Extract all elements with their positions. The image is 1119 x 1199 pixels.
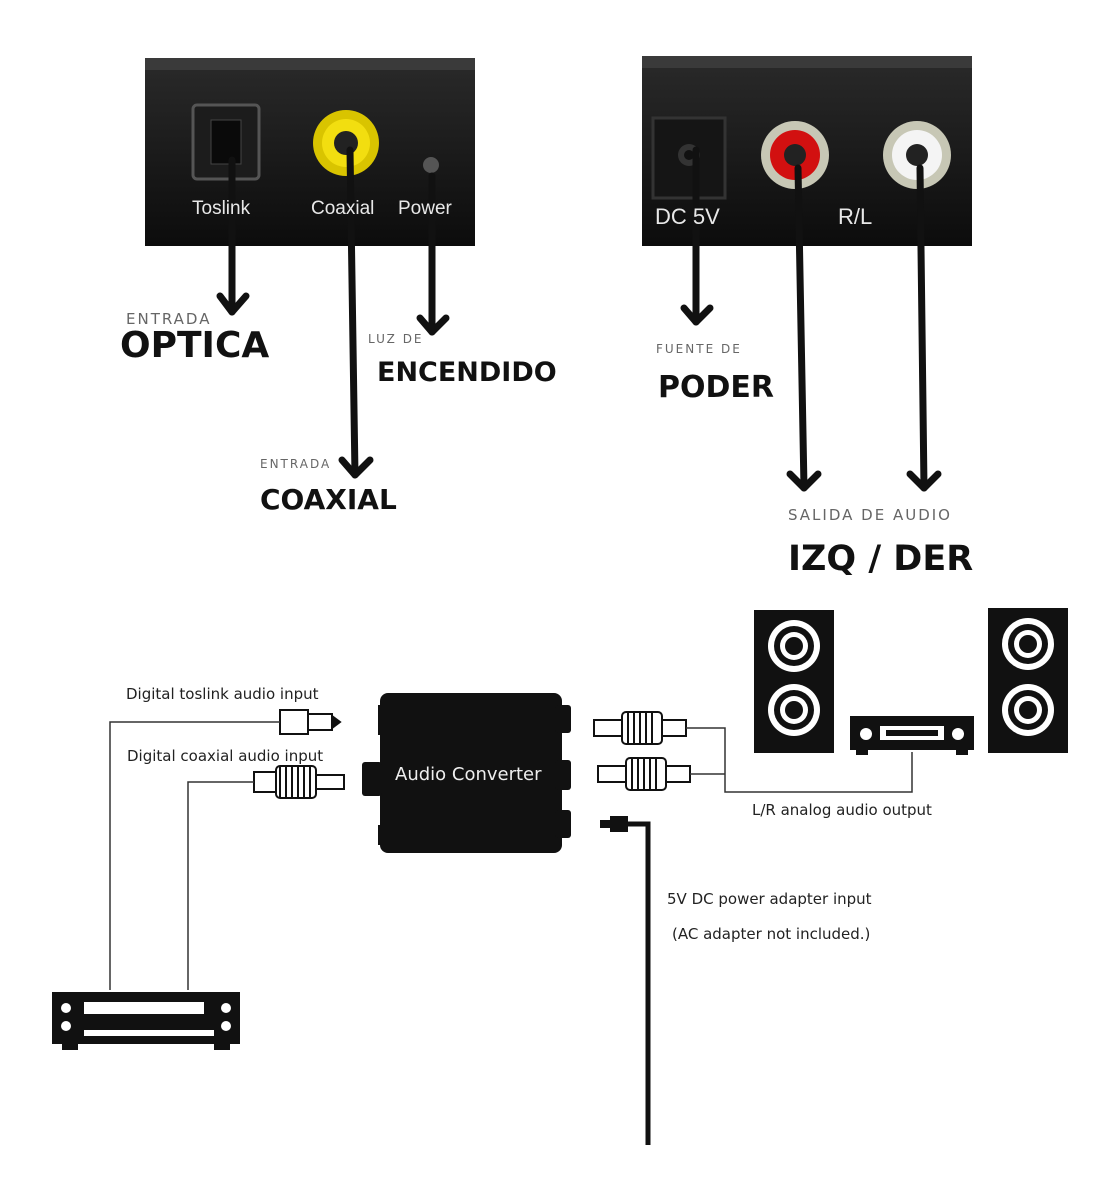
adapter-note-label: (AC adapter not included.) (672, 925, 871, 943)
top-right-device-panel (642, 56, 972, 246)
poder-label: PODER (658, 370, 774, 405)
toslink-input-label: Digital toslink audio input (126, 685, 319, 703)
encendido-small-label: LUZ DE (368, 332, 424, 346)
rca-plug-bottom (597, 757, 691, 791)
arrows (216, 146, 942, 492)
coaxial-input-label: Digital coaxial audio input (127, 747, 324, 765)
audio-converter-box (362, 693, 571, 853)
izq-der-label: IZQ / DER (788, 539, 974, 579)
analog-output-label: L/R analog audio output (752, 801, 932, 819)
coaxial-small-label: ENTRADA (260, 457, 332, 471)
port-label-dc: DC 5V (655, 204, 720, 229)
audio-converter-label: Audio Converter (395, 764, 542, 785)
coaxial-plug (253, 765, 345, 799)
port-label-power: Power (398, 198, 452, 219)
port-label-coaxial: Coaxial (311, 198, 375, 219)
left-speaker-icon (754, 610, 834, 753)
optica-small-label: ENTRADA (126, 310, 212, 328)
port-label-rl: R/L (838, 204, 873, 229)
rca-plug-top (593, 711, 687, 745)
poder-small-label: FUENTE DE (656, 342, 742, 356)
encendido-label: ENCENDIDO (377, 357, 557, 388)
salida-audio-small-label: SALIDA DE AUDIO (788, 506, 952, 524)
port-label-toslink: Toslink (192, 198, 251, 219)
top-left-device-panel (145, 58, 475, 246)
optica-label: OPTICA (120, 325, 270, 366)
wires (109, 721, 913, 990)
amplifier-icon (850, 716, 974, 755)
source-device-icon (52, 992, 240, 1050)
power-cable (628, 821, 651, 1145)
right-speaker-icon (988, 608, 1068, 753)
toslink-plug (279, 709, 342, 735)
power-input-label: 5V DC power adapter input (667, 890, 872, 908)
dc-plug (600, 816, 628, 832)
coaxial-label: COAXIAL (260, 483, 397, 516)
power-led (423, 157, 439, 173)
